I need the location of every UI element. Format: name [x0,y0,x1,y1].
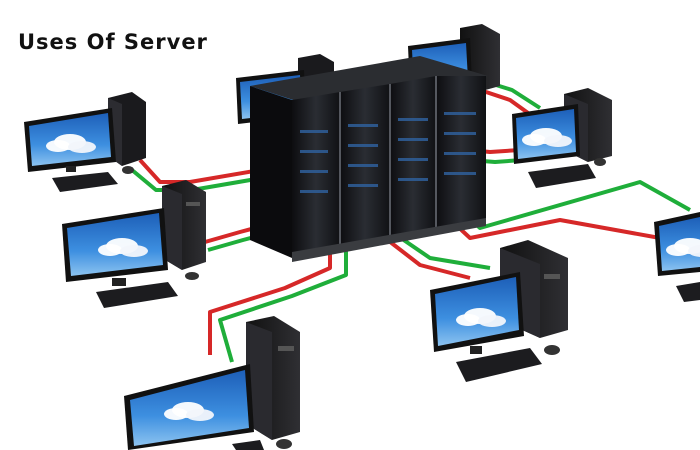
monitor-icon [24,108,116,172]
monitor-icon [124,364,254,450]
cable-red-top-left [138,158,261,184]
mouse-icon [185,272,199,280]
keyboard-icon [456,348,542,382]
keyboard-icon [52,172,118,192]
keyboard-icon [528,164,596,188]
keyboard-icon [232,440,264,450]
cable-red-bottom-mid [383,236,471,280]
keyboard-icon [676,282,700,302]
desktop-computer-icon [62,180,206,308]
mouse-icon [544,345,560,355]
monitor-icon [512,104,580,164]
desktop-computer-icon [654,212,700,302]
desktop-computer-icon [430,240,568,382]
server-rack-icon [250,56,488,262]
desktop-computer-icon [512,88,612,188]
desktop-computer-icon [24,92,146,192]
rack-cabinet [292,92,340,258]
monitor-icon [654,212,700,276]
cable-red-bottom-left [208,240,332,355]
mouse-icon [122,166,134,174]
monitor-icon [430,272,524,354]
image-title: Uses Of Server [18,30,208,54]
desktop-computer-icon [124,316,300,450]
monitor-icon [62,208,168,286]
mouse-icon [276,439,292,449]
cable-green-bottom-left [218,245,348,363]
keyboard-icon [96,282,178,308]
mouse-icon [594,158,606,166]
